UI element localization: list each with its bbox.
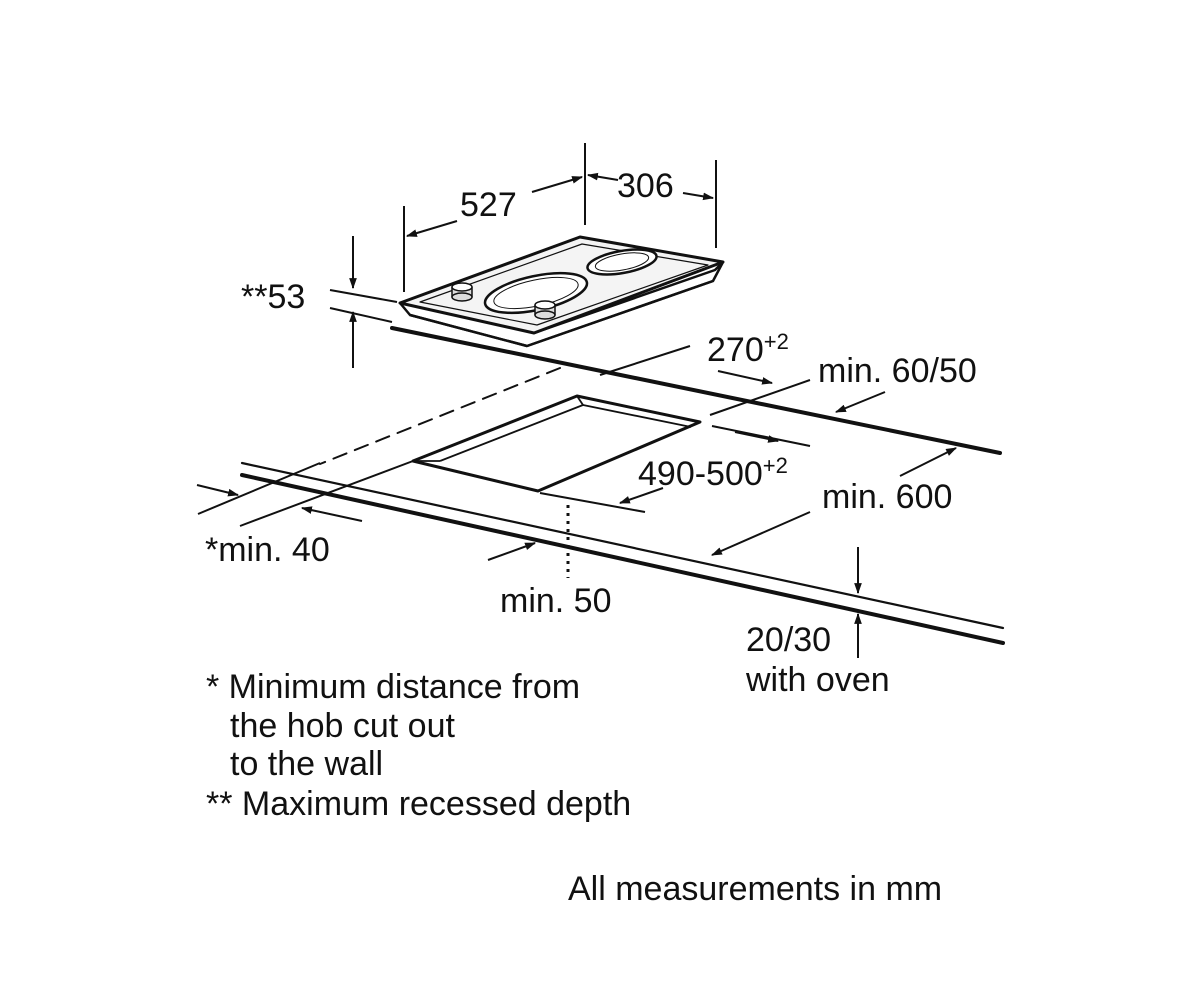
ext-490-top — [711, 425, 811, 447]
dim-490-arrow-top — [734, 431, 780, 443]
label-front-distance: min. 50 — [500, 582, 612, 620]
label-worktop-thickness-line1: 20/30 — [746, 621, 831, 659]
note-min-distance-line1: * Minimum distance from — [206, 668, 580, 706]
dim-50-arrow — [487, 542, 537, 561]
dim-527-arrow-left — [405, 220, 458, 237]
dim-490-arrow-bottom — [618, 487, 664, 504]
label-cutout-depth-tolerance: +2 — [764, 329, 789, 354]
burner-small-inner — [594, 252, 650, 272]
dim-40-arrow-right — [300, 506, 363, 522]
note-units: All measurements in mm — [568, 870, 942, 908]
hob-appliance — [398, 235, 725, 348]
label-cutout-width: 490-500+2 — [638, 453, 788, 493]
ext-40-left — [197, 462, 321, 515]
label-cutout-depth: 270+2 — [707, 329, 789, 369]
dim-306-arrow-right — [682, 192, 715, 201]
cutout-outline — [411, 394, 702, 493]
label-worktop-depth: min. 600 — [822, 478, 952, 516]
label-cutout-depth-value: 270 — [707, 331, 764, 369]
label-hob-depth: 306 — [617, 167, 674, 205]
worktop-back-edge — [390, 326, 1002, 455]
note-max-recessed-depth: ** Maximum recessed depth — [206, 785, 631, 823]
ext-40-right — [239, 460, 414, 527]
ext-53-bottom — [329, 307, 393, 323]
dim-306-arrow-left — [586, 172, 619, 181]
dim-600-arrow-top — [899, 447, 957, 477]
dimension-lines — [196, 143, 957, 658]
hob-glass-border — [419, 243, 709, 326]
footnotes: * Minimum distance from the hob cut out … — [206, 668, 942, 908]
ext-53-top — [329, 289, 398, 303]
hob-bottom-edge-right — [526, 279, 714, 348]
hob-bottom-edge — [409, 313, 528, 348]
worktop-hidden-edge — [319, 367, 561, 465]
label-recessed-depth: **53 — [241, 278, 305, 316]
ext-490-bottom — [539, 492, 646, 513]
note-min-distance-line2: the hob cut out — [230, 707, 456, 745]
knob-left — [451, 282, 473, 302]
dim-40-arrow-left — [196, 484, 240, 497]
label-wall-distance: *min. 40 — [205, 531, 330, 569]
dim-270-arrow-right — [717, 370, 774, 385]
dim-60-50-arrow — [834, 391, 886, 413]
label-worktop-thickness-line2: with oven — [745, 661, 890, 699]
cutout-inner-wall-left — [576, 395, 584, 406]
label-back-distance: min. 60/50 — [818, 352, 977, 390]
label-hob-width: 527 — [460, 186, 517, 224]
knob-right — [534, 300, 556, 320]
ext-270-top — [599, 345, 691, 376]
note-min-distance-line3: to the wall — [230, 745, 383, 783]
worktop-front-bottom-edge — [240, 473, 1005, 645]
dimension-labels: 527 306 **53 270+2 min. 60/50 490-500+2 … — [205, 167, 977, 699]
worktop — [240, 326, 1005, 645]
label-cutout-width-tolerance: +2 — [763, 453, 788, 478]
worktop-front-top-edge — [240, 461, 1005, 630]
label-cutout-width-value: 490-500 — [638, 455, 763, 493]
dim-600-arrow-bottom — [710, 511, 811, 556]
hob-cutout — [411, 394, 702, 493]
dim-527-arrow-right — [531, 176, 584, 193]
ext-270-bottom — [709, 379, 811, 416]
burner-small — [586, 248, 658, 276]
